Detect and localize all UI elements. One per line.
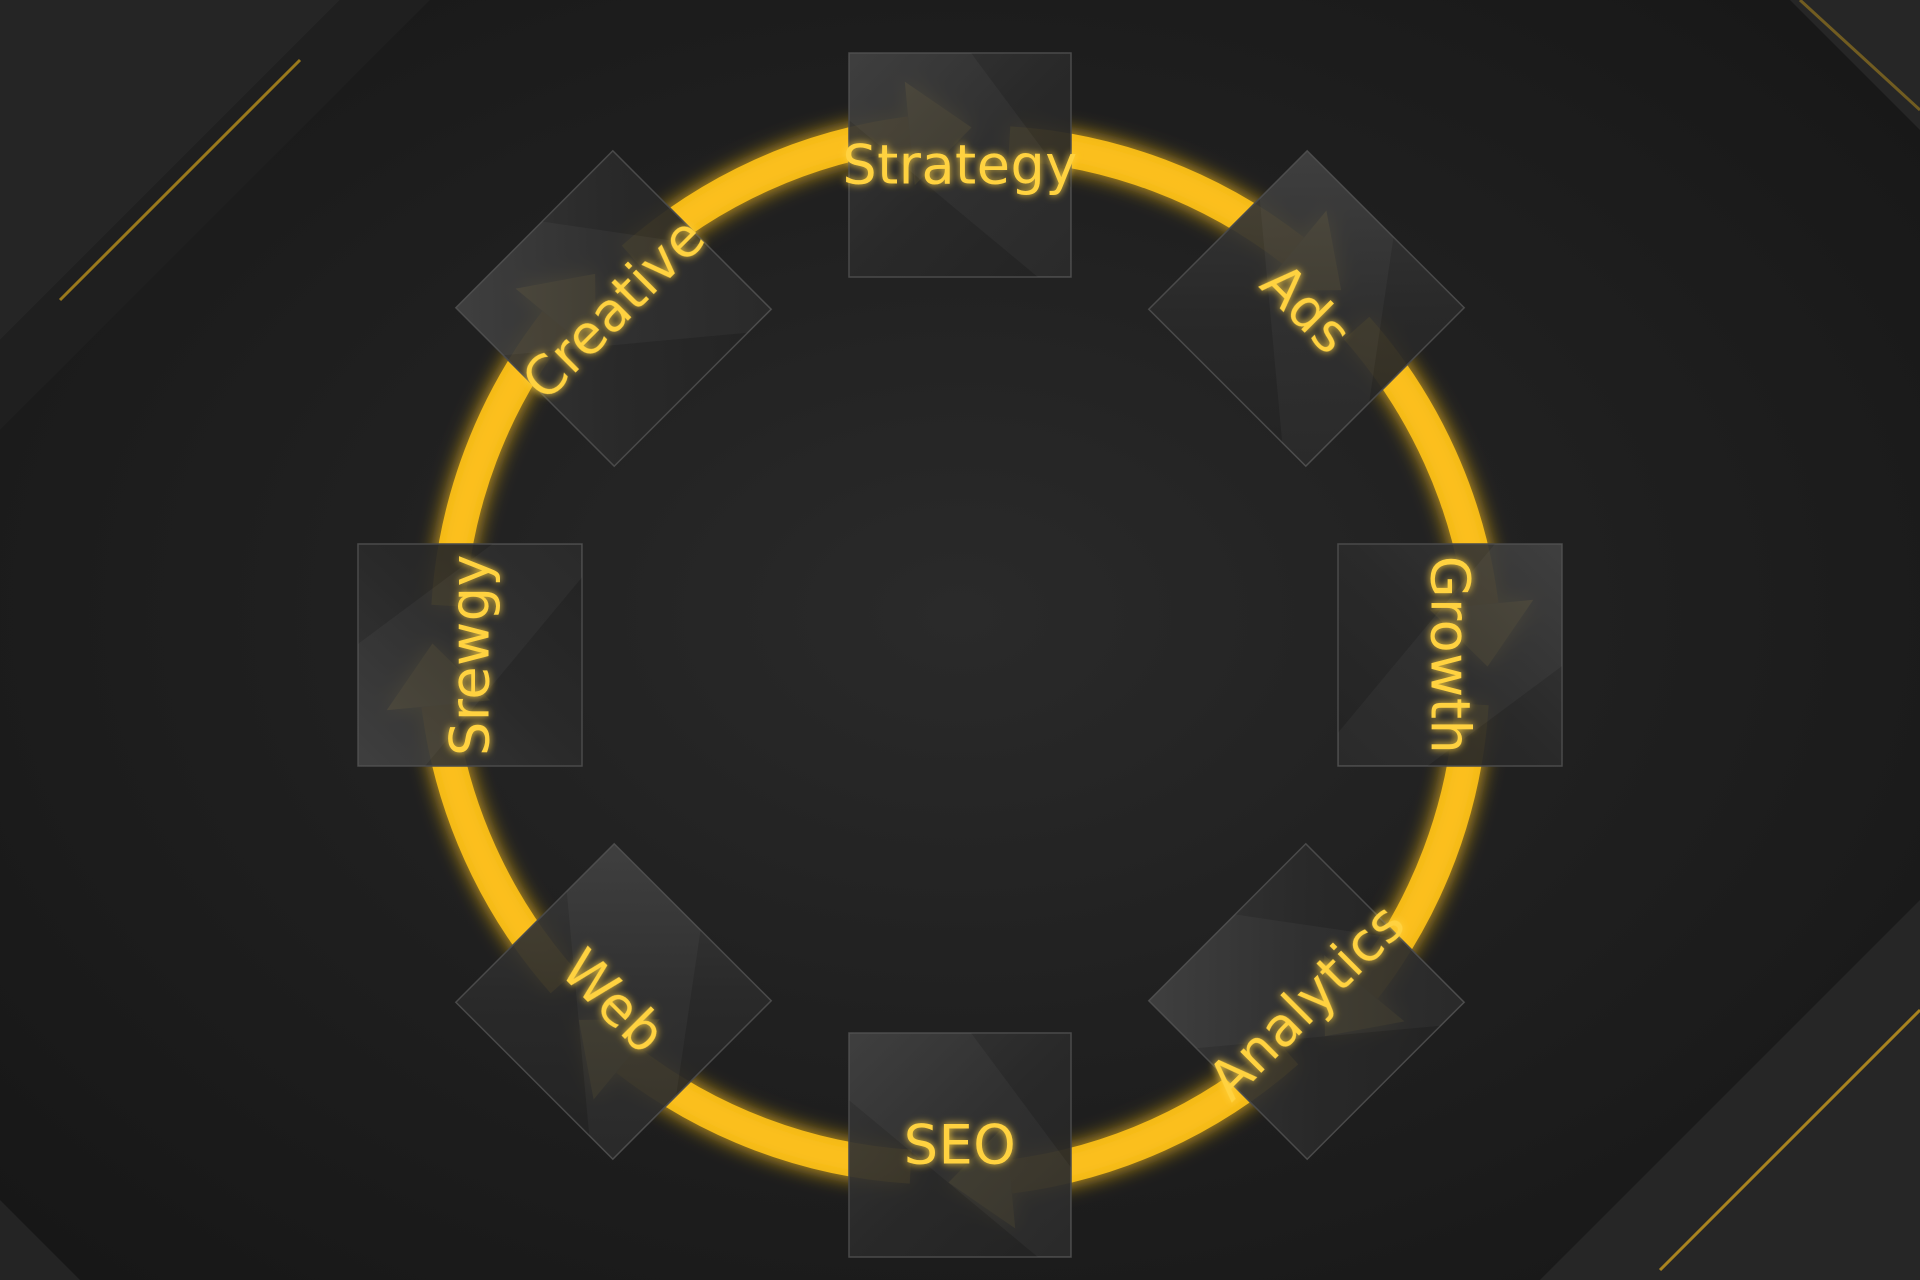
step-seo: SEO bbox=[848, 1031, 1072, 1259]
step-web-edge-bottom bbox=[467, 1013, 602, 1148]
step-web: Web bbox=[454, 842, 773, 1161]
step-analytics-edge-top bbox=[1160, 855, 1295, 990]
bg-stripe-bottom-left bbox=[0, 1200, 80, 1280]
step-creative-edge-top bbox=[467, 162, 602, 297]
step-srewgy-label: Srewgy bbox=[439, 554, 502, 756]
step-creative-edge-bottom bbox=[625, 320, 760, 455]
bg-stripe-top-left-band bbox=[0, 0, 430, 430]
step-ads-edge-top bbox=[1318, 162, 1453, 297]
bg-stripe-top-right bbox=[1790, 0, 1920, 130]
step-seo-label: SEO bbox=[904, 1114, 1016, 1177]
bg-stripe-bottom-right bbox=[1540, 900, 1920, 1280]
step-analytics: Analytics bbox=[1147, 842, 1466, 1161]
step-growth-label: Growth bbox=[1419, 556, 1482, 754]
bg-gold-line-top-left bbox=[58, 58, 302, 302]
bg-gold-line-top-right bbox=[1798, 0, 1920, 112]
step-creative: Creative bbox=[454, 149, 773, 468]
step-ads-edge-bottom bbox=[1160, 320, 1295, 455]
step-ads: Ads bbox=[1147, 149, 1466, 468]
step-web-edge-top bbox=[625, 855, 760, 990]
step-strategy: Strategy bbox=[842, 51, 1077, 279]
step-strategy-label: Strategy bbox=[842, 134, 1077, 197]
step-analytics-edge-bottom bbox=[1318, 1013, 1453, 1148]
step-srewgy: Srewgy bbox=[356, 543, 584, 767]
step-growth: Growth bbox=[1336, 543, 1564, 767]
step-seo-panel bbox=[848, 1032, 1072, 1258]
bg-gold-line-bottom-right bbox=[1658, 1008, 1920, 1272]
